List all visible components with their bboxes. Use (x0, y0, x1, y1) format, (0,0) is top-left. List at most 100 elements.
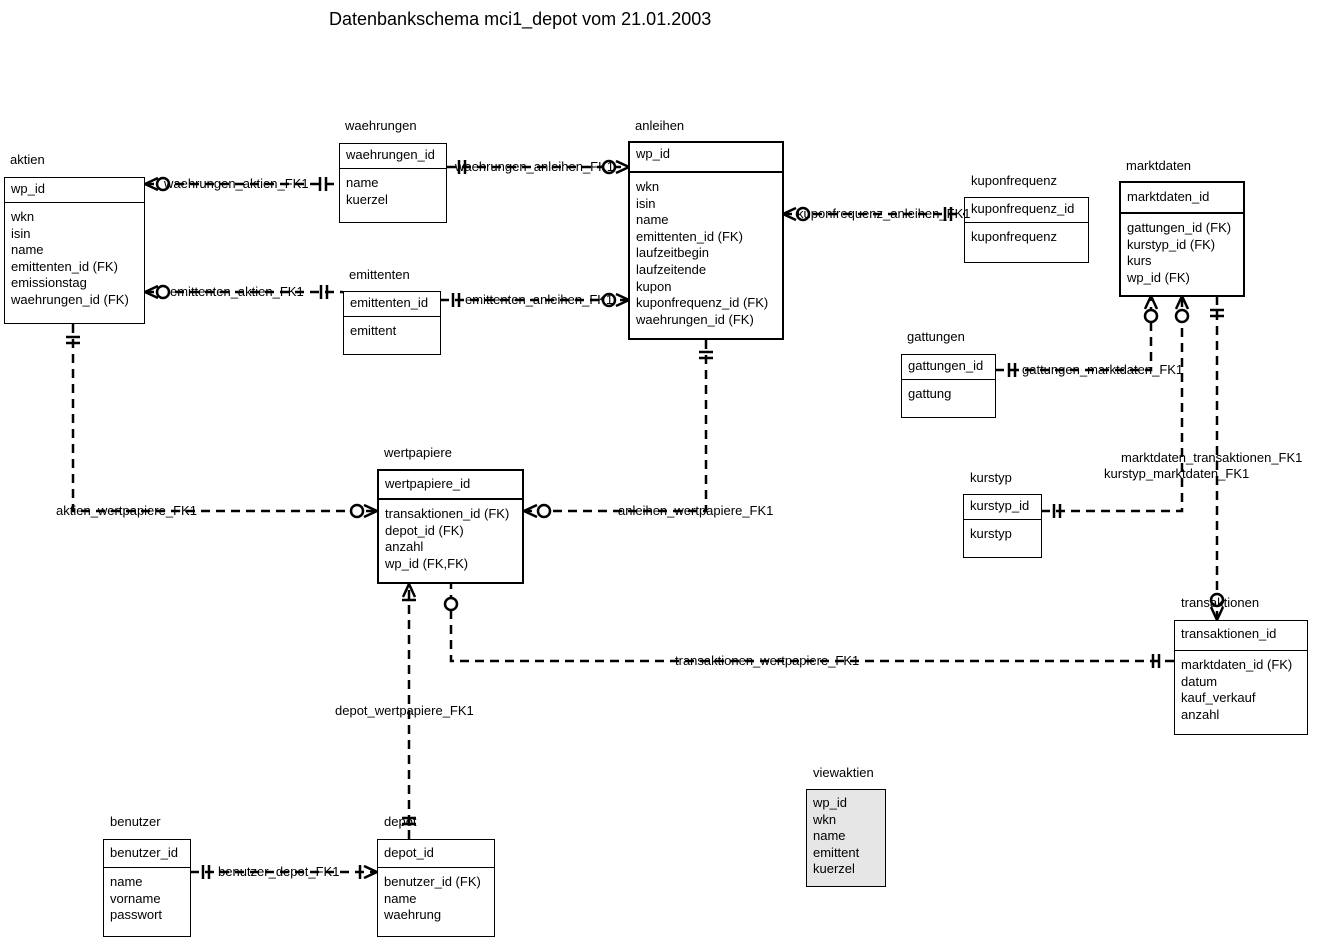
attr-anzahl: anzahl (385, 539, 424, 555)
marker-gattungen-one (1007, 363, 1017, 377)
attrs-aktien: wkn isin name emittenten_id (FK) emissio… (5, 203, 144, 311)
rel-label-emittenten-aktien: emittenten_aktien_FK1 (170, 284, 304, 299)
attr-gattungen-id: gattungen_id (FK) (1127, 220, 1232, 235)
rel-line-transaktionen-wertpapiere (449, 584, 1174, 663)
attr-gattung: gattung (908, 386, 952, 401)
attr-waehrungen-id: waehrungen_id (FK) (11, 291, 129, 307)
pk-waehrungen: waehrungen_id (340, 144, 446, 169)
attr-datum: datum (1181, 673, 1218, 689)
attr-name: name (11, 242, 44, 258)
attr-laufzeitende: laufzeitende (636, 261, 707, 277)
entity-viewaktien: wp_id wkn name emittent kuerzel (806, 789, 886, 887)
entity-kurstyp: kurstyp_id kurstyp (963, 494, 1042, 558)
entity-label-depot: depot (384, 814, 417, 829)
attr-vorname: vorname (110, 890, 161, 906)
entity-label-marktdaten: marktdaten (1126, 158, 1192, 173)
rel-label-anleihen-wertpapiere: anleihen_wertpapiere_FK1 (618, 503, 774, 518)
attr-marktdaten-id: marktdaten_id (FK) (1181, 657, 1293, 672)
marker-waehrungen-one-2 (457, 160, 467, 174)
rel-label-benutzer-depot: benutzer_depot_FK1 (218, 864, 340, 879)
attr-wp-id: wp_id (813, 795, 847, 810)
attr-emittenten-id: emittenten_id (FK) (636, 228, 743, 244)
rel-label-kuponfrequenz-anleihen: kuponfrequenz_anleihen_FK1 (797, 206, 971, 221)
marker-aktien-many-2 (144, 284, 171, 300)
attr-waehrung: waehrung (384, 907, 442, 923)
attr-kuerzel: kuerzel (813, 861, 855, 877)
marker-depot-one (402, 816, 416, 826)
attr-name: name (813, 828, 846, 844)
attr-isin: isin (11, 225, 31, 241)
pk-transaktionen: transaktionen_id (1175, 621, 1307, 651)
pk-gattungen: gattungen_id (902, 355, 995, 380)
entity-anleihen: wp_id wkn isin name emittenten_id (FK) l… (628, 141, 784, 340)
attr-transaktionen-id: transaktionen_id (FK) (385, 506, 510, 521)
pk-anleihen: wp_id (630, 143, 782, 173)
marker-anleihen-one (699, 350, 713, 360)
entity-label-wertpapiere: wertpapiere (384, 445, 452, 460)
marker-emittenten-one (319, 285, 329, 299)
entity-label-aktien: aktien (10, 152, 45, 167)
attr-name: name (346, 175, 379, 190)
pk-wertpapiere: wertpapiere_id (379, 471, 522, 500)
marker-kurstyp-one (1052, 504, 1062, 518)
entity-label-transaktionen: transaktionen (1181, 595, 1260, 610)
attrs-kurstyp: kurstyp (964, 520, 1041, 545)
marker-anleihen-many-2 (601, 292, 630, 308)
rel-label-gattungen-marktdaten: gattungen_marktdaten_FK1 (1022, 362, 1184, 377)
rel-label-kurstyp-marktdaten: kurstyp_marktdaten_FK1 (1104, 466, 1250, 481)
entity-kuponfrequenz: kuponfrequenz_id kuponfrequenz (964, 197, 1089, 263)
pk-emittenten: emittenten_id (344, 292, 440, 317)
marker-aktien-one (66, 335, 80, 345)
entity-benutzer: benutzer_id name vorname passwort (103, 839, 191, 937)
marker-kuponfrequenz-one (943, 207, 953, 221)
attr-kauf-verkauf: kauf_verkauf (1181, 690, 1256, 706)
marker-depot-many (358, 864, 378, 880)
entity-label-kuponfrequenz: kuponfrequenz (971, 173, 1058, 188)
rel-label-aktien-wertpapiere: aktien_wertpapiere_FK1 (56, 503, 197, 518)
marker-transaktionen-many (1209, 592, 1225, 621)
attr-isin: isin (636, 195, 656, 211)
attr-name: name (636, 212, 669, 228)
entity-wertpapiere: wertpapiere_id transaktionen_id (FK) dep… (377, 469, 524, 584)
rel-line-anleihen-wertpapiere (524, 340, 708, 513)
attr-kuerzel: kuerzel (346, 191, 388, 207)
rel-label-waehrungen-anleihen: waehrungen_anleihen_FK1 (455, 159, 615, 174)
pk-aktien: wp_id (5, 178, 144, 203)
attrs-viewaktien: wp_id wkn name emittent kuerzel (807, 790, 885, 880)
attrs-anleihen: wkn isin name emittenten_id (FK) laufzei… (630, 173, 782, 330)
entity-transaktionen: transaktionen_id marktdaten_id (FK) datu… (1174, 620, 1308, 735)
attr-emittenten-id: emittenten_id (FK) (11, 258, 118, 274)
entity-label-gattungen: gattungen (907, 329, 965, 344)
entity-emittenten: emittenten_id emittent (343, 291, 441, 355)
attrs-gattungen: gattung (902, 380, 995, 405)
marker-anleihen-many (601, 159, 630, 175)
marker-marktdaten-many (1143, 295, 1159, 324)
attr-kurstyp: kurstyp (970, 526, 1012, 541)
attr-passwort: passwort (110, 907, 163, 923)
rel-label-waehrungen-aktien: waehrungen_aktien_FK1 (164, 176, 309, 191)
attrs-marktdaten: gattungen_id (FK) kurstyp_id (FK) kurs w… (1121, 214, 1243, 288)
attr-kuponfrequenz: kuponfrequenz (971, 229, 1058, 244)
entity-label-waehrungen: waehrungen (345, 118, 417, 133)
attr-name: name (384, 890, 417, 906)
rel-label-emittenten-anleihen: emittenten_anleihen_FK1 (465, 292, 614, 307)
attrs-waehrungen: name kuerzel (340, 169, 446, 210)
marker-wertpapiere-many-3 (443, 596, 459, 612)
entity-gattungen: gattungen_id gattung (901, 354, 996, 418)
attr-anzahl: anzahl (1181, 706, 1220, 722)
pk-marktdaten: marktdaten_id (1121, 183, 1243, 214)
rel-line-kurstyp-marktdaten (1041, 296, 1184, 513)
attr-emittent: emittent (350, 323, 397, 338)
entity-label-emittenten: emittenten (349, 267, 410, 282)
attrs-kuponfrequenz: kuponfrequenz (965, 223, 1088, 248)
attr-kupon: kupon (636, 278, 672, 294)
marker-anleihen-many-3 (782, 206, 811, 222)
entity-label-anleihen: anleihen (635, 118, 685, 133)
attr-benutzer-id: benutzer_id (FK) (384, 874, 481, 889)
attrs-transaktionen: marktdaten_id (FK) datum kauf_verkauf an… (1175, 651, 1307, 725)
marker-marktdaten-one (1210, 308, 1224, 318)
marker-wertpapiere-many-4 (401, 583, 417, 602)
entity-depot: depot_id benutzer_id (FK) name waehrung (377, 839, 495, 937)
attr-name: name (110, 874, 143, 889)
